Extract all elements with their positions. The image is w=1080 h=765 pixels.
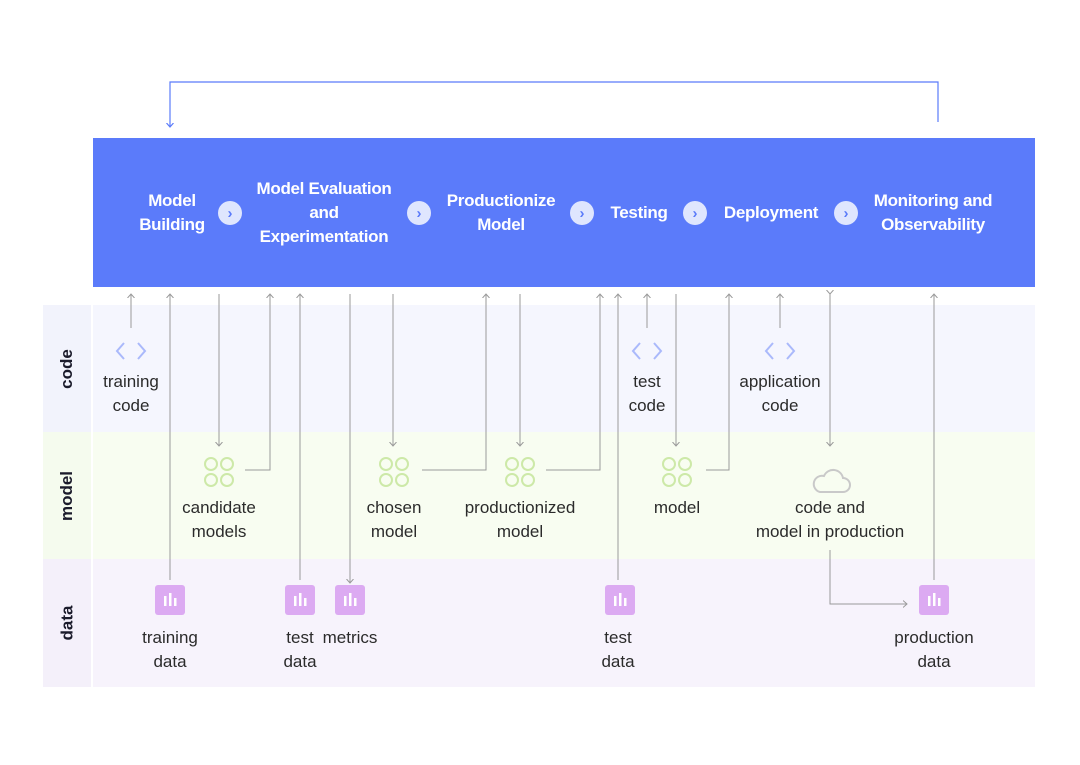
row-label-data: data [43,559,91,687]
bar-chart-icon [335,585,365,615]
node-model: model [653,498,701,517]
cloud-icon [812,468,851,493]
chevron-right-icon: › [683,201,707,225]
chevron-right-icon: › [407,201,431,225]
arrow-production-to-data [829,550,907,604]
stage-testing: Testing [610,203,668,222]
row-label-code: code [43,305,91,432]
arrow-chosen-model-up [422,294,486,471]
bar-chart-icon [919,585,949,615]
arrow-candidate-models-up [245,294,270,471]
four-circles-icon [379,457,409,487]
arrow-productionized-model-up [546,294,600,471]
four-circles-icon [505,457,535,487]
stage-deployment: Deployment [723,203,819,222]
code-brackets-icon [631,342,663,360]
feedback-loop-arrow [170,81,939,127]
pipeline-stages-bar [93,138,1035,287]
bar-chart-icon [605,585,635,615]
four-circles-icon [204,457,234,487]
arrow-model-up [706,294,729,471]
code-row-band [93,305,1035,432]
row-label-model: model [43,432,91,559]
chevron-right-icon: › [218,201,242,225]
bar-chart-icon [155,585,185,615]
code-brackets-icon [764,342,796,360]
model-row-band [93,432,1035,559]
four-circles-icon [662,457,692,487]
chevron-right-icon: › [834,201,858,225]
bar-chart-icon [285,585,315,615]
data-row-band [93,559,1035,687]
node-metrics: metrics [322,628,378,647]
code-brackets-icon [115,342,147,360]
chevron-right-icon: › [570,201,594,225]
